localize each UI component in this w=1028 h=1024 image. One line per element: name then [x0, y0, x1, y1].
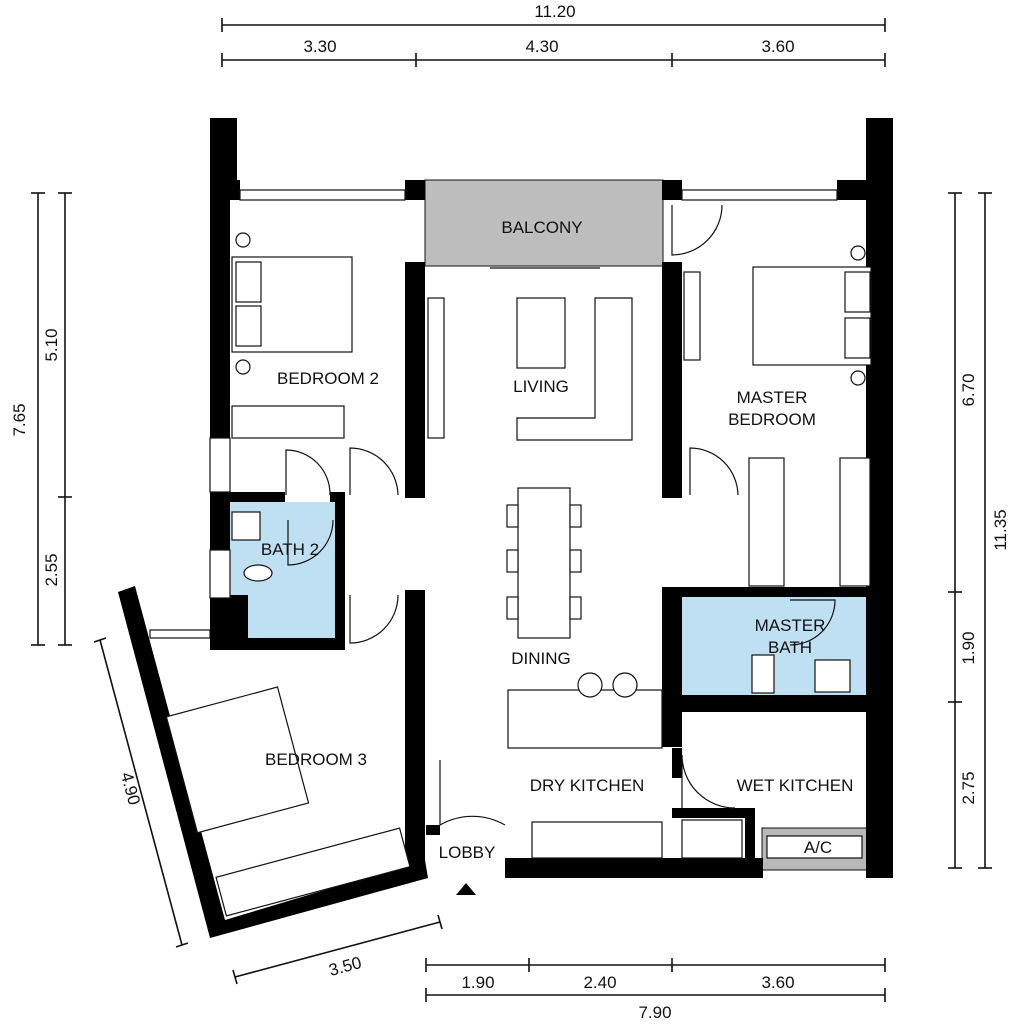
entrance-arrow-icon: [456, 883, 476, 895]
label-dry-kitchen: DRY KITCHEN: [530, 776, 645, 795]
label-wet-kitchen: WET KITCHEN: [737, 776, 854, 795]
dim-bottom-2: 2.40: [583, 973, 616, 992]
dim-top-2: 4.30: [525, 37, 558, 56]
dim-top-total: 11.20: [534, 2, 575, 21]
label-master-2: BEDROOM: [728, 410, 816, 429]
label-bedroom2: BEDROOM 2: [277, 369, 379, 388]
label-balcony: BALCONY: [501, 218, 582, 237]
bath2-shower-area: [248, 595, 335, 645]
dim-left-2: 2.55: [42, 553, 61, 586]
dim-bottom-total: 7.90: [638, 1003, 671, 1022]
label-master-bath-1: MASTER: [755, 616, 826, 635]
label-bedroom3: BEDROOM 3: [265, 750, 367, 769]
walls: [118, 118, 893, 938]
windows-doors: [149, 189, 838, 895]
dim-top-3: 3.60: [761, 37, 794, 56]
balcony-area: [424, 179, 664, 267]
label-living: LIVING: [513, 377, 569, 396]
bottom-dimensions: 1.90 2.40 3.60 7.90: [425, 958, 886, 1022]
dim-left-1: 5.10: [42, 328, 61, 361]
dim-right-2: 1.90: [959, 631, 978, 664]
dim-top-1: 3.30: [303, 37, 336, 56]
label-bath2: BATH 2: [261, 540, 319, 559]
left-dimensions: 7.65 5.10 2.55: [10, 192, 72, 646]
dim-bottom-1: 1.90: [461, 973, 494, 992]
label-dining: DINING: [511, 649, 571, 668]
label-lobby: LOBBY: [439, 843, 496, 862]
dim-bottom-3: 3.60: [761, 973, 794, 992]
dim-bedroom3-bottom: 3.50: [327, 953, 364, 980]
room-labels: BALCONY BEDROOM 2 LIVING MASTER BEDROOM …: [261, 218, 854, 862]
label-master-bath-2: BATH: [768, 638, 812, 657]
dim-right-3: 2.75: [959, 771, 978, 804]
furniture: [165, 232, 872, 917]
right-dimensions: 6.70 1.90 2.75 11.35: [948, 192, 1010, 869]
dim-right-total: 11.35: [991, 509, 1010, 550]
dim-bedroom3-side: 4.90: [117, 770, 144, 807]
dim-left-total: 7.65: [10, 403, 29, 436]
top-dimensions: 11.20 3.30 4.30 3.60: [221, 2, 886, 67]
label-ac: A/C: [804, 838, 832, 857]
label-master-1: MASTER: [737, 388, 808, 407]
dim-right-1: 6.70: [959, 373, 978, 406]
